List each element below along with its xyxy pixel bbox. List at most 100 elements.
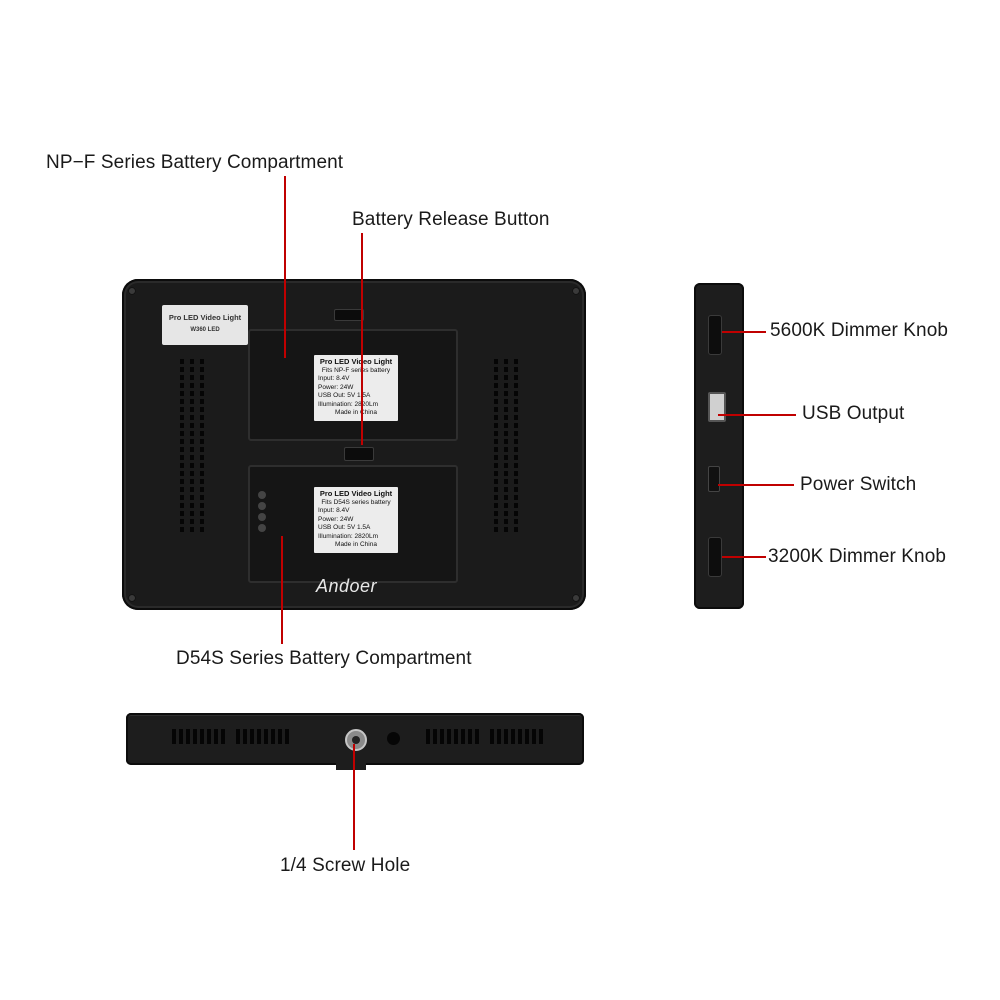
vent-slot — [190, 471, 194, 476]
vent-slot — [514, 487, 518, 492]
vent-slot — [179, 729, 183, 744]
vent-slot — [180, 447, 184, 452]
vent-slot — [190, 399, 194, 404]
vent-slot — [180, 415, 184, 420]
vent-slot — [539, 729, 543, 744]
vent-slot — [200, 479, 204, 484]
npf-battery-compartment: Pro LED Video Light Fits NP-F series bat… — [248, 329, 458, 441]
vent-slot — [494, 407, 498, 412]
label-input: Input: 8.4V — [318, 375, 350, 382]
vent-slot — [494, 511, 498, 516]
vent-slot — [514, 367, 518, 372]
battery-label-bottom: Pro LED Video Light Fits D54S series bat… — [314, 487, 398, 553]
vent-slot — [200, 407, 204, 412]
device-side-view — [694, 283, 744, 609]
vent-slot — [200, 527, 204, 532]
vent-slot — [494, 423, 498, 428]
model-tag: Pro LED Video Light W360 LED — [162, 305, 248, 345]
vent-slot — [494, 415, 498, 420]
vent-slot — [200, 511, 204, 516]
vent-slot — [514, 375, 518, 380]
vent-slot — [180, 407, 184, 412]
vent-slot — [461, 729, 465, 744]
vent-slot — [504, 503, 508, 508]
corner-screw — [572, 594, 580, 602]
callout-5600k-dimmer: 5600K Dimmer Knob — [770, 320, 949, 341]
vent-slot — [514, 399, 518, 404]
battery-contacts — [258, 491, 270, 541]
vent-slot — [250, 729, 254, 744]
vent-slot — [525, 729, 529, 744]
vent-slot — [494, 447, 498, 452]
vent-grille-right — [494, 359, 534, 535]
vent-slot — [200, 383, 204, 388]
label-title: Pro LED Video Light — [319, 357, 393, 366]
model-tag-line2: W360 LED — [190, 327, 220, 333]
vent-slot — [504, 527, 508, 532]
vent-slot — [200, 503, 204, 508]
vent-slot — [426, 729, 430, 744]
dimmer-knob-5600k[interactable] — [708, 315, 722, 355]
vent-slot — [190, 407, 194, 412]
vent-slot — [180, 391, 184, 396]
vent-slot — [494, 503, 498, 508]
vent-slot — [514, 431, 518, 436]
vent-slot — [494, 471, 498, 476]
vent-slot — [504, 471, 508, 476]
vent-slot — [504, 455, 508, 460]
vent-slot — [504, 729, 508, 744]
tripod-screw-hole — [345, 729, 367, 751]
vent-slot — [180, 439, 184, 444]
vent-slot — [518, 729, 522, 744]
vent-slot — [190, 415, 194, 420]
brand-logo: Andoer — [316, 576, 378, 596]
vent-slot — [494, 487, 498, 492]
battery-release-button[interactable] — [334, 309, 364, 321]
vent-slot — [190, 431, 194, 436]
callout-line-npf — [284, 176, 286, 358]
vent-slot — [514, 439, 518, 444]
vent-slot — [514, 455, 518, 460]
vent-slot — [504, 375, 508, 380]
vent-slot — [200, 495, 204, 500]
screw-boss — [336, 762, 366, 770]
callout-line-screw — [353, 744, 355, 850]
vent-slot — [200, 447, 204, 452]
vent-slot — [180, 503, 184, 508]
vent-slot — [172, 729, 176, 744]
power-switch[interactable] — [708, 466, 720, 492]
vent-slot — [180, 423, 184, 428]
vent-slot — [514, 391, 518, 396]
vent-slot — [494, 383, 498, 388]
callout-power-switch: Power Switch — [800, 474, 917, 495]
callout-line-5600k — [722, 331, 766, 333]
vent-slot — [494, 519, 498, 524]
usb-port[interactable] — [708, 392, 726, 422]
vent-slot — [200, 359, 204, 364]
vent-grille-left — [180, 359, 220, 535]
callout-screw-hole: 1/4 Screw Hole — [280, 855, 411, 876]
vent-slot — [200, 455, 204, 460]
vent-slot — [494, 375, 498, 380]
vent-slot — [532, 729, 536, 744]
device-back-panel: Pro LED Video Light W360 LED Pro LED Vid… — [122, 279, 586, 610]
bottom-vent-4 — [490, 729, 546, 749]
vent-slot — [514, 407, 518, 412]
vent-slot — [180, 375, 184, 380]
vent-slot — [494, 463, 498, 468]
vent-slot — [180, 359, 184, 364]
bottom-vent-2 — [236, 729, 292, 749]
label-usb: USB Out: 5V 1.5A — [318, 392, 371, 399]
vent-slot — [214, 729, 218, 744]
vent-slot — [504, 399, 508, 404]
label-usb: USB Out: 5V 1.5A — [318, 524, 371, 531]
battery-release-button-lower[interactable] — [344, 447, 374, 461]
vent-slot — [504, 423, 508, 428]
vent-slot — [190, 447, 194, 452]
dimmer-knob-3200k[interactable] — [708, 537, 722, 577]
callout-d54s-compartment: D54S Series Battery Compartment — [176, 648, 472, 669]
label-input: Input: 8.4V — [318, 507, 350, 514]
vent-slot — [190, 383, 194, 388]
vent-slot — [180, 479, 184, 484]
vent-slot — [200, 471, 204, 476]
